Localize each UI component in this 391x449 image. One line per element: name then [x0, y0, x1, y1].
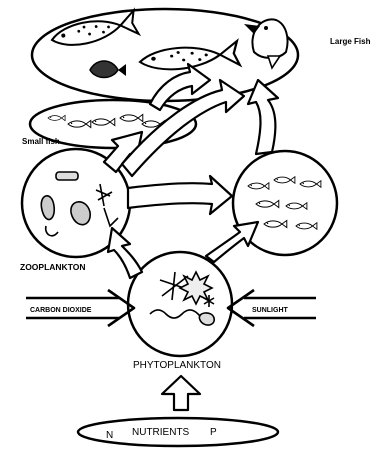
carbon-dioxide-label: CARBON DIOXIDE: [30, 307, 92, 314]
nutrients-n-label: N: [106, 430, 113, 441]
arrow-phyto-to-forage: [206, 222, 258, 262]
zooplankton-copepod-1: [56, 172, 78, 180]
phytoplankton-cell: [199, 313, 214, 325]
arrow-forage-to-large-fish: [248, 80, 278, 154]
large-fish-label: Large Fish: [330, 37, 371, 46]
arrow-nutrients-to-phyto: [162, 376, 200, 410]
nutrients-label: NUTRIENTS: [132, 427, 190, 438]
zooplankton-label: ZOOPLANKTON: [20, 262, 85, 272]
arrow-zooplankton-to-forage: [128, 176, 232, 214]
nutrients-group: N NUTRIENTS P: [78, 418, 278, 446]
arrow-phyto-to-zooplankton: [108, 228, 142, 278]
carbon-dioxide-arrow: CARBON DIOXIDE: [26, 290, 134, 326]
sunlight-label: SUNLIGHT: [252, 307, 289, 314]
nutrients-p-label: P: [210, 427, 217, 438]
sunlight-arrow: SUNLIGHT: [228, 290, 316, 326]
phytoplankton-circle: [128, 252, 232, 356]
small-fish-label: Small fish: [22, 137, 60, 146]
phytoplankton-group: PHYTOPLANKTON: [128, 252, 232, 371]
phytoplankton-label: PHYTOPLANKTON: [133, 360, 221, 371]
